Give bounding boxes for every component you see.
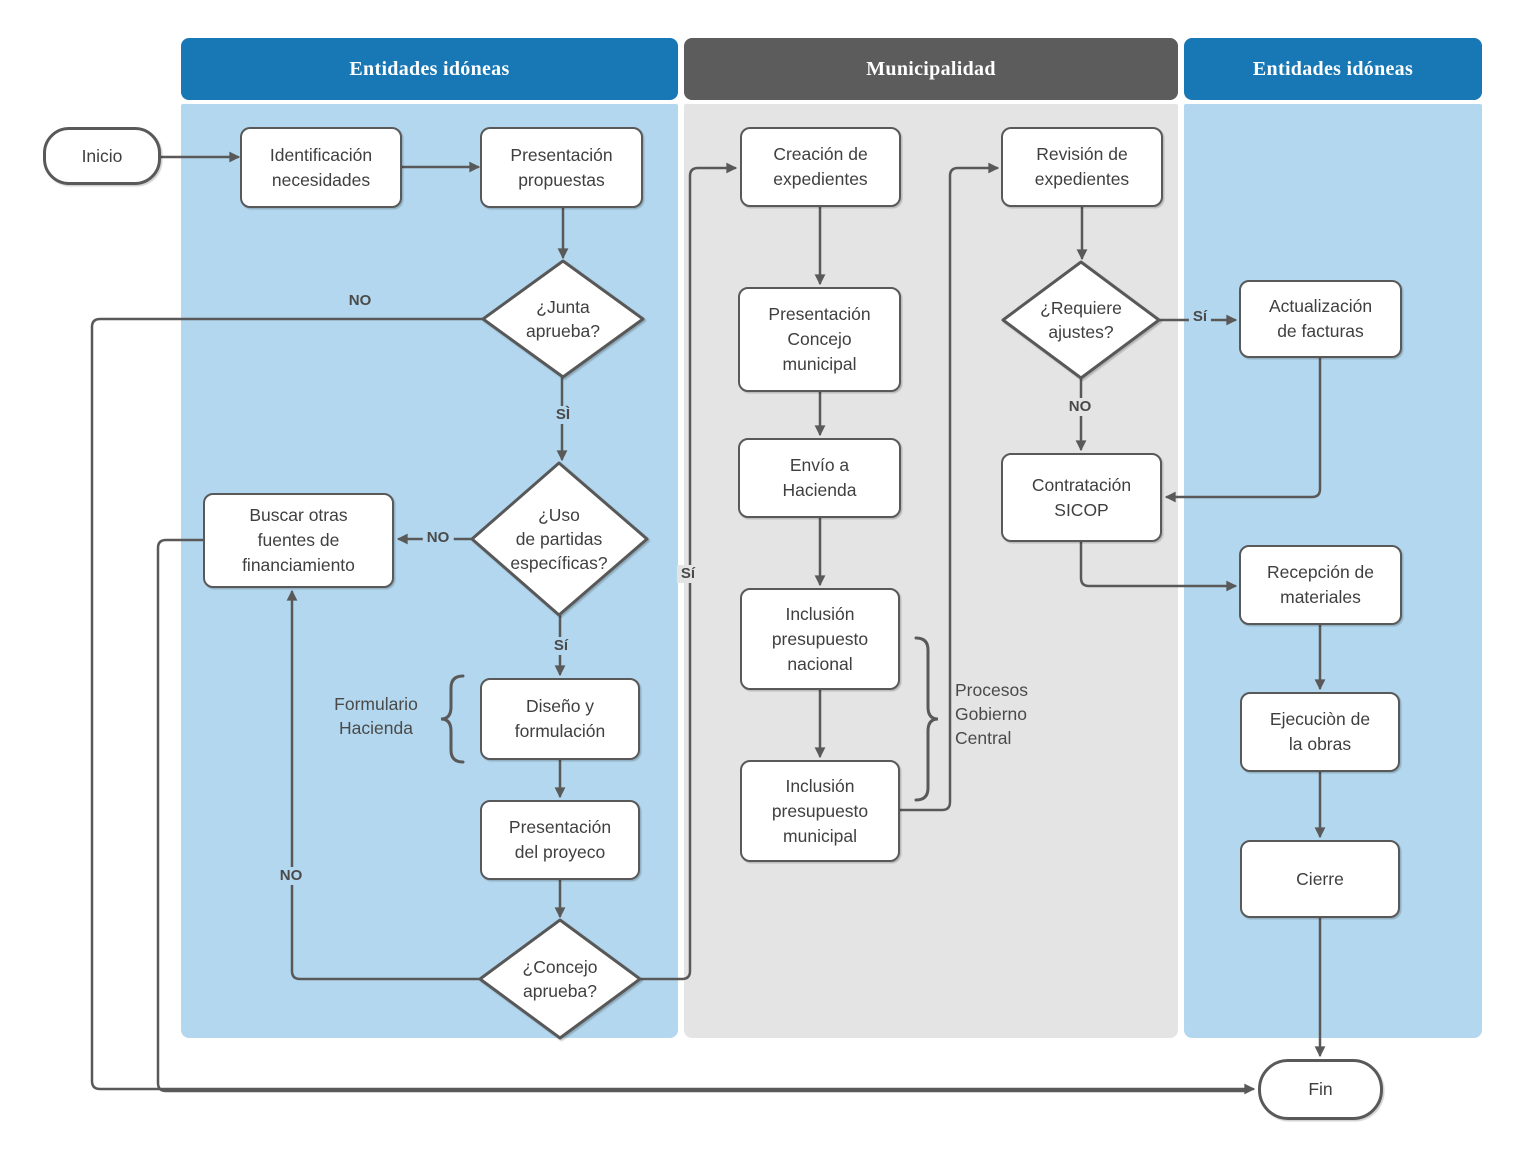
node-label: Envío a Hacienda	[782, 455, 857, 500]
node-presentacion-proyecto: Presentación del proyeco	[480, 800, 640, 880]
diamond-junta-shape	[481, 259, 645, 379]
brace-formulario-hacienda	[440, 674, 465, 764]
terminal-start: Inicio	[43, 127, 161, 185]
edge-actualizacion-contratacion	[1164, 356, 1322, 503]
node-creacion-expedientes: Creación de expedientes	[740, 127, 901, 207]
node-identificacion-necesidades: Identificación necesidades	[240, 127, 402, 208]
node-label: Cierre	[1296, 868, 1344, 889]
node-recepcion-materiales: Recepción de materiales	[1239, 545, 1402, 625]
brace-procesos-gobierno	[914, 636, 939, 802]
node-label: Presentación del proyeco	[508, 817, 612, 862]
edge-contratacion-recepcion	[1079, 540, 1238, 592]
lane-header-municipalidad: Municipalidad	[684, 38, 1178, 100]
edge-label-uso-no: NO	[422, 529, 454, 547]
edge-label-concejo-no: NO	[275, 867, 307, 885]
node-label: Diseño y formulación	[514, 696, 606, 741]
terminal-end: Fin	[1258, 1059, 1383, 1120]
node-label: Inclusión presupuesto municipal	[771, 775, 869, 846]
node-label: Identificación necesidades	[269, 144, 373, 190]
annotation-procesos-gobierno-central: Procesos Gobierno Central	[955, 680, 1028, 748]
diamond-uso-shape	[470, 461, 649, 617]
edge-inclmunicipal-revision	[898, 162, 1000, 812]
node-label: Revisión de expedientes	[1034, 144, 1130, 189]
edge-junta-no-fin	[90, 317, 1256, 1095]
lane-header-entidades-right: Entidades idóneas	[1184, 38, 1482, 100]
edge-label-requiere-si: Sí	[1188, 308, 1212, 326]
node-label: Recepción de materiales	[1266, 562, 1375, 607]
edge-label-junta-si: SÌ	[551, 406, 575, 424]
lane-header-entidades-left: Entidades idóneas	[181, 38, 678, 100]
edge-label-uso-si: Sí	[549, 637, 573, 655]
edge-label-requiere-no: NO	[1064, 398, 1096, 416]
node-diseno-formulacion: Diseño y formulación	[480, 678, 640, 760]
node-revision-expedientes: Revisión de expedientes	[1001, 127, 1163, 207]
node-buscar-otras-fuentes: Buscar otras fuentes de financiamiento	[203, 493, 394, 588]
node-label: Creación de expedientes	[773, 144, 868, 189]
node-label: Inclusión presupuesto nacional	[771, 603, 869, 674]
node-presentacion-concejo: Presentación Concejo municipal	[738, 287, 901, 392]
node-contratacion-sicop: Contratación SICOP	[1001, 453, 1162, 542]
node-cierre: Cierre	[1240, 840, 1400, 918]
node-label: Contratación SICOP	[1031, 474, 1132, 520]
edge-concejo-no-buscar	[286, 589, 482, 981]
annotation-formulario-hacienda: Formulario Hacienda	[334, 694, 418, 738]
node-envio-hacienda: Envío a Hacienda	[738, 438, 901, 518]
node-inclusion-presupuesto-municipal: Inclusión presupuesto municipal	[740, 760, 900, 862]
node-label: Presentación propuestas	[510, 144, 613, 190]
node-inclusion-presupuesto-nacional: Inclusión presupuesto nacional	[740, 588, 900, 690]
lane-body-municipalidad	[684, 104, 1178, 1038]
diamond-concejo-shape	[478, 918, 642, 1040]
node-label: Presentación Concejo municipal	[768, 304, 871, 374]
node-label: Buscar otras fuentes de financiamiento	[242, 505, 355, 575]
edge-buscar-fin	[156, 538, 1248, 1093]
node-label: Ejecuciòn de la obras	[1269, 709, 1371, 754]
diamond-requiere-shape	[1001, 260, 1161, 380]
edge-label-junta-no: NO	[348, 292, 372, 309]
node-presentacion-propuestas: Presentación propuestas	[480, 127, 643, 208]
node-label: Actualización de facturas	[1268, 296, 1373, 341]
node-actualizacion-facturas: Actualización de facturas	[1239, 280, 1402, 358]
edge-label-concejo-si: Sí	[676, 565, 700, 583]
node-ejecucion-obras: Ejecuciòn de la obras	[1240, 692, 1400, 772]
